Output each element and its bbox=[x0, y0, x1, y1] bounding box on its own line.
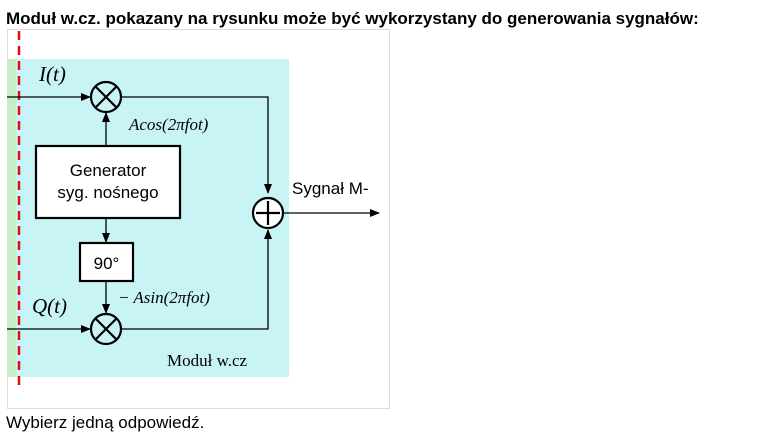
input-i-label: I(t) bbox=[38, 62, 66, 86]
diagram-svg: I(t) Acos(2πfot) Generator syg. nośnego … bbox=[7, 29, 390, 409]
carrier-sin-label: − Asin(2πfot) bbox=[118, 288, 210, 307]
top-multiplier-icon bbox=[89, 80, 123, 114]
carrier-cos-label: Acos(2πfot) bbox=[128, 115, 209, 134]
bottom-multiplier-icon bbox=[89, 312, 123, 346]
phase-shift-label: 90° bbox=[94, 254, 120, 273]
instruction-text: Wybierz jedną odpowiedź. bbox=[6, 413, 205, 432]
top-to-sum-arrow bbox=[121, 96, 272, 194]
left-strip bbox=[7, 59, 16, 377]
output-label: Sygnał M- bbox=[292, 179, 369, 198]
question-text: Moduł w.cz. pokazany na rysunku może być… bbox=[6, 9, 699, 28]
summer-icon bbox=[251, 196, 285, 230]
input-q-label: Q(t) bbox=[32, 294, 67, 318]
phase-shifter-box bbox=[78, 241, 135, 283]
module-label: Moduł w.cz bbox=[167, 351, 248, 370]
generator-label-line1: Generator bbox=[70, 161, 147, 180]
bottom-to-sum-arrow bbox=[121, 229, 272, 330]
carrier-generator-box bbox=[34, 144, 182, 220]
modulator-diagram: I(t) Acos(2πfot) Generator syg. nośnego … bbox=[7, 29, 390, 409]
generator-label-line2: syg. nośnego bbox=[57, 183, 158, 202]
